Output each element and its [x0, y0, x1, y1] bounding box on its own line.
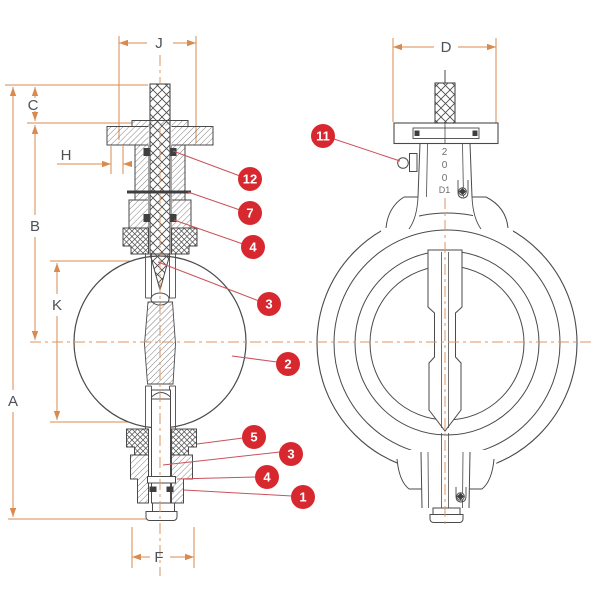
flange-dot-left: [414, 130, 420, 136]
callout-4-upper-number: 4: [249, 240, 257, 255]
bottom-wing-left: [396, 458, 410, 490]
callout-4-lower-number: 4: [263, 470, 271, 485]
dimension-labels: J C H B K A F D: [8, 35, 452, 566]
bottom-cap-front-neck: [432, 507, 461, 515]
thrust-washer: [147, 476, 176, 484]
callouts: 12 7 4 3 2 5 3 4: [238, 124, 335, 509]
lower-bushing-right: [171, 428, 197, 456]
clip-right: [166, 486, 174, 492]
stem-lower: [151, 389, 171, 504]
upper-bushing-left: [122, 227, 149, 255]
upper-channel-walls: [145, 253, 176, 299]
stem-seals: [127, 148, 191, 222]
seal-upper-left: [143, 148, 150, 156]
neck-size-marking: 2 0 0 D1: [439, 147, 451, 195]
callout-7-number: 7: [246, 206, 253, 221]
callout-12-number: 12: [243, 172, 257, 187]
callout-2-number: 2: [284, 357, 291, 372]
dimension-label-h: H: [61, 147, 72, 164]
bottom-cap-front: [429, 514, 464, 523]
callout-11-number: 11: [316, 129, 330, 144]
pin-marker-top: [457, 180, 469, 199]
leader-3-upper: [157, 261, 260, 302]
seal-lower-left: [143, 214, 150, 222]
dimension-label-d: D: [441, 39, 452, 56]
callout-3-upper: 3: [257, 292, 281, 316]
bottom-housing-left: [130, 454, 149, 504]
bottom-neck: [396, 433, 495, 509]
marking-digit-2: 0: [442, 160, 448, 171]
leader-5: [196, 437, 244, 445]
leader-1: [183, 489, 293, 497]
dimension-label-a: A: [8, 393, 18, 410]
wing-right: [485, 196, 509, 229]
callout-12: 12: [238, 167, 262, 191]
callout-1: 1: [291, 485, 315, 509]
bottom-wing-right: [481, 458, 495, 490]
dimension-label-f: F: [154, 549, 163, 566]
dimension-label-c: C: [28, 97, 39, 114]
leader-7: [187, 191, 241, 211]
callout-leaders: [157, 138, 401, 497]
callout-2: 2: [276, 352, 300, 376]
wing-left: [385, 196, 405, 229]
callout-3-upper-number: 3: [265, 297, 272, 312]
dimension-label-k: K: [52, 297, 62, 314]
callout-1-number: 1: [299, 490, 306, 505]
flange-slot: [412, 127, 480, 139]
flange-dot-right: [472, 130, 478, 136]
leader-3-lower: [162, 451, 281, 466]
pin-marker-bottom: [455, 487, 467, 503]
marking-digit-1: 2: [442, 147, 448, 158]
clip-left: [149, 486, 157, 492]
top-flange-plate: [393, 122, 499, 145]
centerlines: [30, 55, 592, 576]
callout-5: 5: [242, 425, 266, 449]
dimension-label-b: B: [30, 218, 40, 235]
seal-upper-right: [170, 148, 177, 156]
lower-bushing-left: [126, 428, 149, 456]
stem-front: [434, 82, 456, 124]
leader-2: [231, 355, 278, 363]
bottom-cap: [145, 511, 178, 521]
stem-upper: [149, 83, 171, 255]
marking-d1: D1: [439, 185, 451, 195]
dimension-label-j: J: [155, 35, 163, 52]
callout-4-upper: 4: [241, 235, 265, 259]
stem-lower-dome: [151, 392, 171, 398]
upper-bushing-right: [171, 227, 198, 255]
seal-lower-right: [170, 214, 177, 222]
leader-4-upper: [173, 219, 244, 245]
callout-11: 11: [311, 124, 335, 148]
callout-3-lower: 3: [279, 442, 303, 466]
callout-4-lower: 4: [255, 465, 279, 489]
bottom-cap-neck: [152, 502, 175, 512]
callout-7: 7: [238, 201, 262, 225]
right-view-front: [316, 70, 578, 523]
leader-4-lower: [176, 476, 257, 480]
leader-11: [333, 138, 401, 162]
leader-12: [172, 150, 241, 177]
dimension-lines: [9, 39, 496, 561]
retaining-ring: [127, 190, 191, 194]
callout-5-number: 5: [250, 430, 257, 445]
callout-3-lower-number: 3: [287, 447, 294, 462]
grease-fitting: [397, 153, 418, 172]
marking-digit-3: 0: [442, 173, 448, 184]
